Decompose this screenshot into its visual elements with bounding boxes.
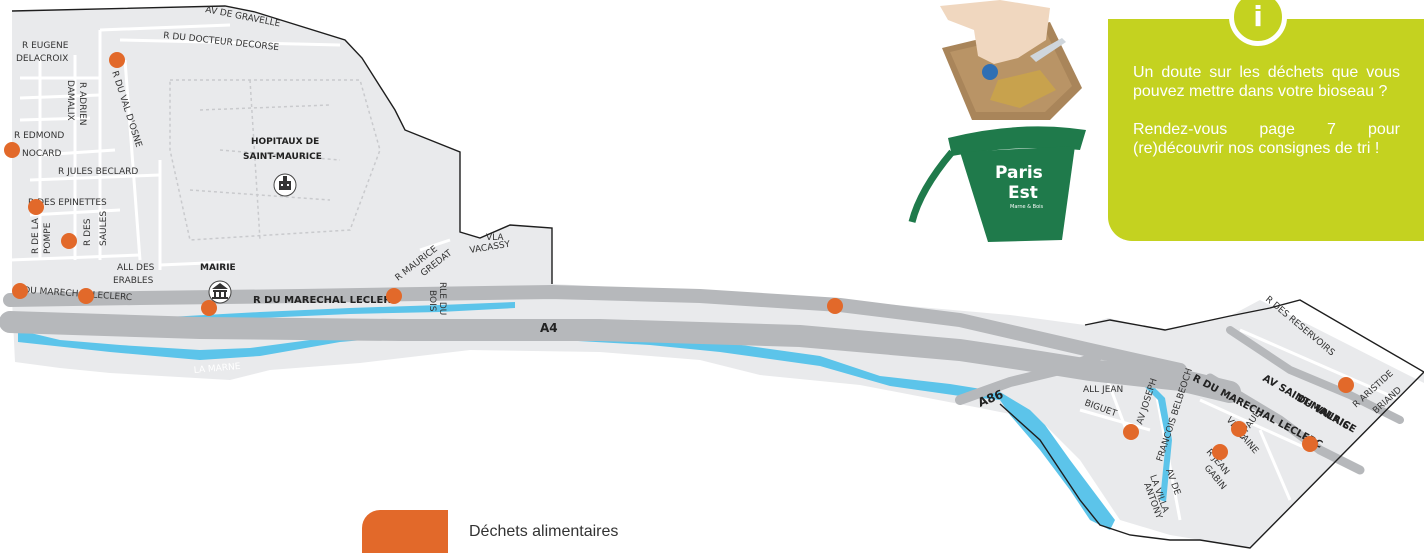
street-label: R DES EPINETTES bbox=[28, 198, 107, 208]
motorway-label: A4 bbox=[540, 321, 558, 335]
street-label: SAULES bbox=[99, 211, 109, 246]
hand-icon bbox=[940, 0, 1050, 64]
street-label: POMPE bbox=[43, 222, 53, 254]
collection-markers bbox=[4, 52, 1354, 460]
street-label: R JULES BECLARD bbox=[58, 167, 138, 177]
town-hall-icon bbox=[208, 280, 232, 304]
street-label: R DE LA bbox=[31, 217, 41, 254]
hospital-icon bbox=[273, 173, 297, 197]
collection-point-marker[interactable] bbox=[1302, 436, 1318, 452]
street-label: BOIS bbox=[427, 290, 437, 312]
collection-point-marker[interactable] bbox=[109, 52, 125, 68]
collection-point-marker[interactable] bbox=[28, 199, 44, 215]
street-label: R DU MARECHAL LECLERC bbox=[253, 295, 398, 306]
bin-body-icon bbox=[960, 146, 1075, 242]
street-label: ERABLES bbox=[113, 276, 154, 286]
canal-east bbox=[1125, 365, 1172, 502]
info-question: Un doute sur les déchets que vous pouvez… bbox=[1133, 64, 1400, 100]
street-label: NOCARD bbox=[22, 149, 62, 159]
legend-swatch bbox=[362, 510, 448, 553]
bin-logo-tagline: Marne & Bois bbox=[1010, 204, 1044, 210]
knife-icon bbox=[1030, 38, 1066, 62]
collection-point-marker[interactable] bbox=[1212, 444, 1228, 460]
commune-boundary bbox=[11, 5, 1424, 549]
bin-handle-icon bbox=[908, 149, 955, 223]
street-label: VLA bbox=[486, 233, 504, 243]
legend-label: Déchets alimentaires bbox=[469, 523, 619, 540]
river-marne bbox=[18, 330, 1115, 530]
bin-logo-paris: Paris bbox=[995, 163, 1043, 183]
food-scraps-icon bbox=[990, 70, 1056, 108]
street-label: RLE DU bbox=[437, 282, 447, 315]
collection-point-marker[interactable] bbox=[1123, 424, 1139, 440]
bin-logo-est: Est bbox=[1008, 183, 1038, 203]
food-blue-item bbox=[982, 64, 998, 80]
street-network bbox=[9, 23, 1401, 521]
street-label: R ADRIEN bbox=[77, 82, 87, 126]
collection-point-marker[interactable] bbox=[827, 298, 843, 314]
street-label: R EDMOND bbox=[14, 131, 64, 141]
street-label: DELACROIX bbox=[16, 54, 68, 64]
hospital-paths bbox=[169, 79, 381, 241]
bin-lid-icon bbox=[948, 126, 1086, 156]
street-label: DAMALIX bbox=[65, 80, 75, 121]
collection-point-marker[interactable] bbox=[1338, 377, 1354, 393]
collection-point-marker[interactable] bbox=[386, 288, 402, 304]
info-icon: i bbox=[1229, 0, 1287, 46]
info-instruction: Rendez-vous page 7 pour (re)découvrir no… bbox=[1133, 121, 1400, 157]
info-box: Un doute sur les déchets que vous pouvez… bbox=[1108, 19, 1424, 241]
river-label: LA MARNE bbox=[193, 362, 241, 376]
collection-point-marker[interactable] bbox=[61, 233, 77, 249]
collection-point-marker[interactable] bbox=[4, 142, 20, 158]
street-label: ALL DES bbox=[117, 263, 155, 273]
landmark-label: HOPITAUX DE bbox=[251, 137, 319, 147]
street-label: R DES bbox=[83, 218, 93, 246]
collection-point-marker[interactable] bbox=[12, 283, 28, 299]
collection-point-marker[interactable] bbox=[1231, 421, 1247, 437]
collection-point-marker[interactable] bbox=[201, 300, 217, 316]
street-label: R EUGENE bbox=[22, 41, 69, 51]
landmark-label: MAIRIE bbox=[200, 263, 236, 273]
food-waste-bin-illustration: Paris Est Marne & Bois bbox=[908, 0, 1086, 242]
district-area bbox=[12, 6, 1424, 548]
street-label: ALL JEAN bbox=[1083, 385, 1123, 395]
collection-point-marker[interactable] bbox=[78, 288, 94, 304]
landmark-label: SAINT-MAURICE bbox=[243, 152, 322, 162]
